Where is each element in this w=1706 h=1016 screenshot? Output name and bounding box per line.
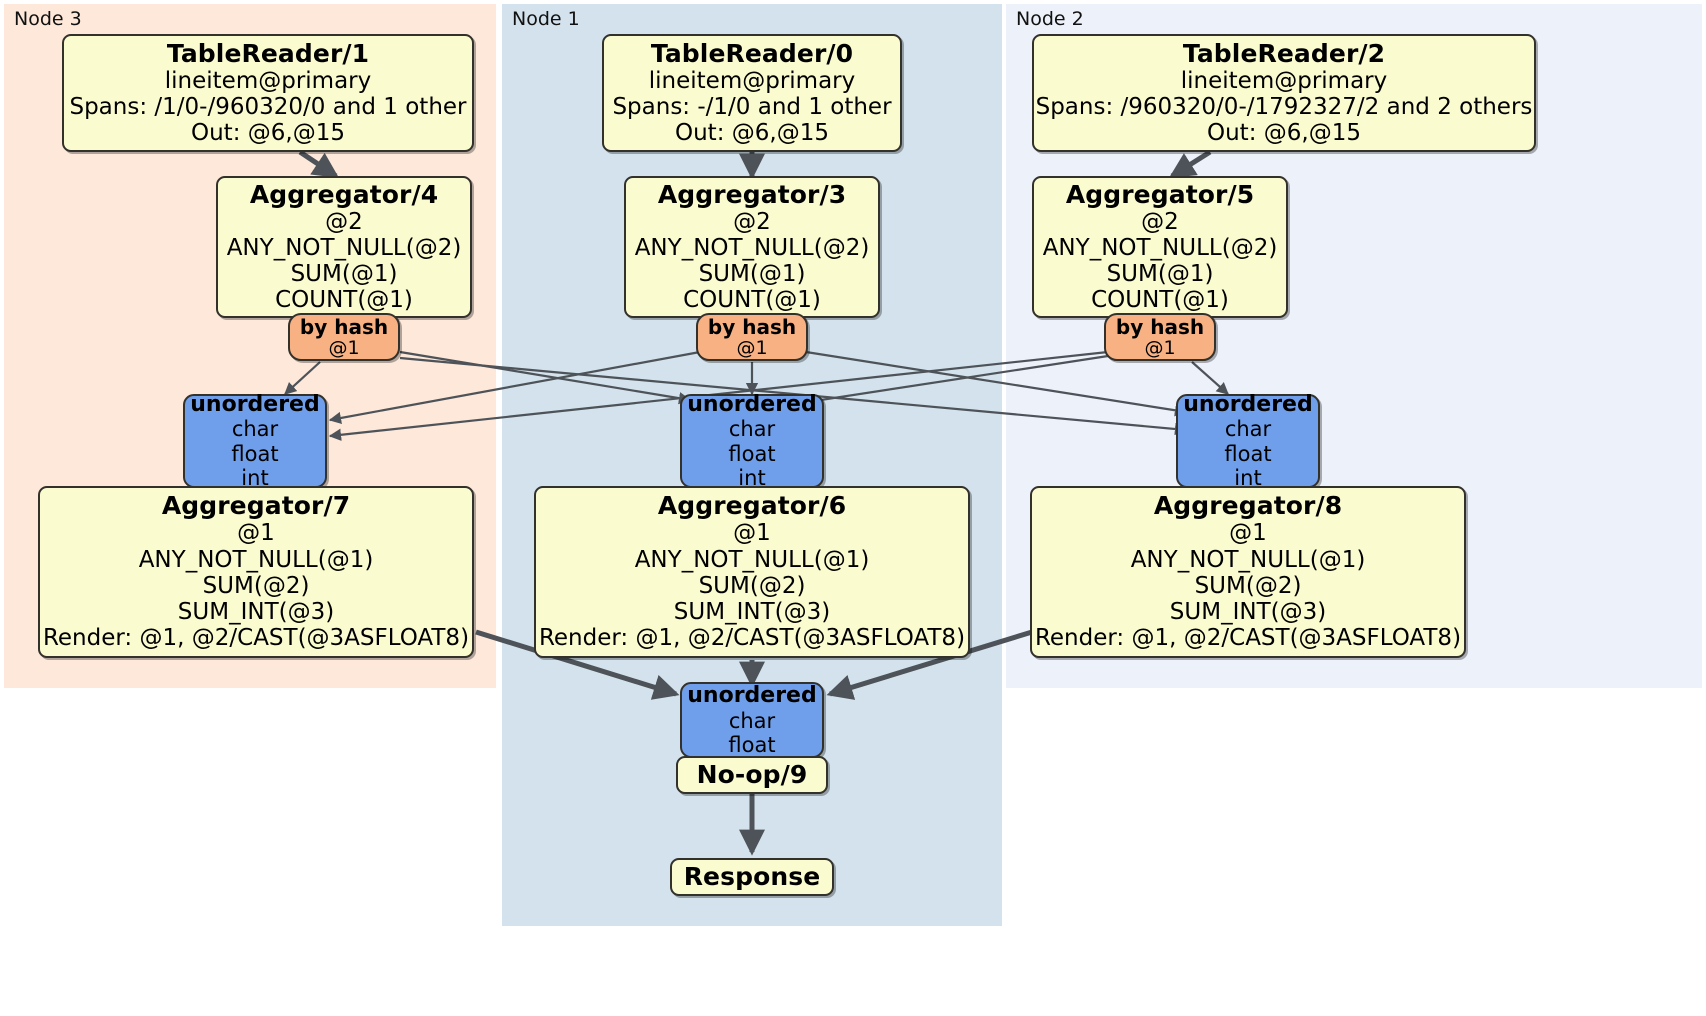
aggregator-7-group: @1 xyxy=(237,520,275,547)
no-op-9-title: No-op/9 xyxy=(696,760,808,789)
hash-router-node1-title: by hash xyxy=(707,314,797,339)
table-reader-0-out: Out: @6,@15 xyxy=(675,120,829,147)
aggregator-6-group: @1 xyxy=(733,520,771,547)
aggregator-3-agg1: ANY_NOT_NULL(@2) xyxy=(634,234,870,261)
receiver-node2-title: unordered xyxy=(1183,392,1313,418)
table-reader-1-table: lineitem@primary xyxy=(164,67,372,94)
response-node-title: Response xyxy=(683,862,821,891)
receiver-node2[interactable]: unordered char float int xyxy=(1176,392,1320,490)
aggregator-8[interactable]: Aggregator/8 @1 ANY_NOT_NULL(@1) SUM(@2)… xyxy=(1030,486,1466,658)
aggregator-6[interactable]: Aggregator/6 @1 ANY_NOT_NULL(@1) SUM(@2)… xyxy=(534,486,970,658)
aggregator-5-title: Aggregator/5 xyxy=(1065,179,1255,209)
no-op-9[interactable]: No-op/9 xyxy=(676,756,828,794)
aggregator-4-title: Aggregator/4 xyxy=(249,179,439,209)
receiver-node3-title: unordered xyxy=(190,392,320,418)
receiver-node3[interactable]: unordered char float int xyxy=(183,392,327,490)
node-panel-label-node1: Node 1 xyxy=(512,8,580,30)
table-reader-1-spans: Spans: /1/0-/960320/0 and 1 other xyxy=(69,93,467,120)
table-reader-0-spans: Spans: -/1/0 and 1 other xyxy=(612,93,892,120)
aggregator-6-agg3: SUM_INT(@3) xyxy=(673,599,831,626)
aggregator-4-agg2: SUM(@1) xyxy=(290,261,398,287)
aggregator-4-agg1: ANY_NOT_NULL(@2) xyxy=(226,234,462,261)
receiver-node2-type-1: char xyxy=(1224,417,1272,442)
aggregator-7-agg1: ANY_NOT_NULL(@1) xyxy=(138,546,374,573)
aggregator-6-agg1: ANY_NOT_NULL(@1) xyxy=(634,546,870,573)
aggregator-8-group: @1 xyxy=(1229,520,1267,547)
aggregator-8-agg1: ANY_NOT_NULL(@1) xyxy=(1130,546,1366,573)
receiver-node1-type-1: char xyxy=(728,417,776,442)
hash-router-node2[interactable]: by hash @1 xyxy=(1104,313,1216,361)
aggregator-8-title: Aggregator/8 xyxy=(1153,491,1343,521)
response-node[interactable]: Response xyxy=(670,858,834,896)
receiver-node2-type-2: float xyxy=(1224,441,1272,466)
receiver-node2-type-3: int xyxy=(1234,465,1262,490)
aggregator-3[interactable]: Aggregator/3 @2 ANY_NOT_NULL(@2) SUM(@1)… xyxy=(624,176,880,318)
final-receiver[interactable]: unordered char float xyxy=(680,682,824,758)
aggregator-5-agg2: SUM(@1) xyxy=(1106,261,1214,287)
hash-router-node3[interactable]: by hash @1 xyxy=(288,313,400,361)
aggregator-5-agg1: ANY_NOT_NULL(@2) xyxy=(1042,234,1278,261)
table-reader-0-title: TableReader/0 xyxy=(650,38,854,68)
aggregator-3-agg3: COUNT(@1) xyxy=(683,287,821,314)
aggregator-4[interactable]: Aggregator/4 @2 ANY_NOT_NULL(@2) SUM(@1)… xyxy=(216,176,472,318)
table-reader-2-table: lineitem@primary xyxy=(1180,67,1388,94)
receiver-node3-type-3: int xyxy=(241,465,269,490)
hash-router-node1-column: @1 xyxy=(736,336,768,359)
aggregator-3-title: Aggregator/3 xyxy=(657,179,847,209)
aggregator-8-agg3: SUM_INT(@3) xyxy=(1169,599,1327,626)
table-reader-2[interactable]: TableReader/2 lineitem@primary Spans: /9… xyxy=(1032,34,1536,152)
aggregator-6-render: Render: @1, @2/CAST(@3ASFLOAT8) xyxy=(538,625,966,652)
receiver-node3-type-2: float xyxy=(231,441,279,466)
table-reader-1-out: Out: @6,@15 xyxy=(191,120,345,147)
table-reader-2-title: TableReader/2 xyxy=(1182,38,1386,68)
hash-router-node2-column: @1 xyxy=(1144,336,1176,359)
aggregator-8-render: Render: @1, @2/CAST(@3ASFLOAT8) xyxy=(1034,625,1462,652)
aggregator-4-agg3: COUNT(@1) xyxy=(275,287,413,314)
final-receiver-type-2: float xyxy=(728,732,776,757)
aggregator-5-agg3: COUNT(@1) xyxy=(1091,287,1229,314)
aggregator-3-group: @2 xyxy=(733,208,771,235)
hash-router-node3-title: by hash xyxy=(299,314,389,339)
table-reader-1[interactable]: TableReader/1 lineitem@primary Spans: /1… xyxy=(62,34,474,152)
receiver-node1-title: unordered xyxy=(687,392,817,418)
hash-router-node2-title: by hash xyxy=(1115,314,1205,339)
aggregator-3-agg2: SUM(@1) xyxy=(698,261,806,287)
aggregator-5[interactable]: Aggregator/5 @2 ANY_NOT_NULL(@2) SUM(@1)… xyxy=(1032,176,1288,318)
hash-router-node1[interactable]: by hash @1 xyxy=(696,313,808,361)
aggregator-7-render: Render: @1, @2/CAST(@3ASFLOAT8) xyxy=(42,625,470,652)
aggregator-7-title: Aggregator/7 xyxy=(161,491,351,521)
node-panel-label-node2: Node 2 xyxy=(1016,8,1084,30)
table-reader-2-out: Out: @6,@15 xyxy=(1207,120,1361,147)
aggregator-7-agg2: SUM(@2) xyxy=(202,572,310,599)
aggregator-8-agg2: SUM(@2) xyxy=(1194,572,1302,599)
hash-router-node3-column: @1 xyxy=(328,336,360,359)
final-receiver-type-1: char xyxy=(728,708,776,733)
aggregator-6-title: Aggregator/6 xyxy=(657,491,847,521)
aggregator-4-group: @2 xyxy=(325,208,363,235)
receiver-node1[interactable]: unordered char float int xyxy=(680,392,824,490)
table-reader-1-title: TableReader/1 xyxy=(166,38,370,68)
receiver-node3-type-1: char xyxy=(231,417,279,442)
receiver-node1-type-3: int xyxy=(738,465,766,490)
table-reader-0-table: lineitem@primary xyxy=(648,67,856,94)
table-reader-0[interactable]: TableReader/0 lineitem@primary Spans: -/… xyxy=(602,34,902,152)
aggregator-7-agg3: SUM_INT(@3) xyxy=(177,599,335,626)
receiver-node1-type-2: float xyxy=(728,441,776,466)
final-receiver-title: unordered xyxy=(687,683,817,709)
aggregator-5-group: @2 xyxy=(1141,208,1179,235)
node-panel-label-node3: Node 3 xyxy=(14,8,82,30)
aggregator-7[interactable]: Aggregator/7 @1 ANY_NOT_NULL(@1) SUM(@2)… xyxy=(38,486,474,658)
table-reader-2-spans: Spans: /960320/0-/1792327/2 and 2 others xyxy=(1035,93,1533,120)
aggregator-6-agg2: SUM(@2) xyxy=(698,572,806,599)
